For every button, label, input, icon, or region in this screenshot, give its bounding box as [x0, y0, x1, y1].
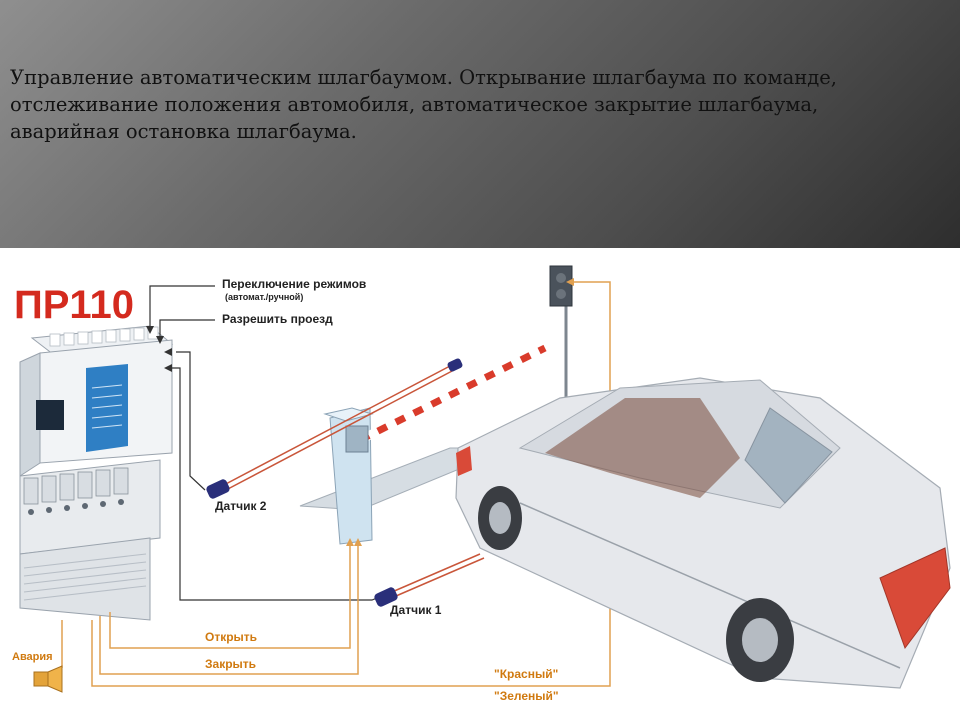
description-line-2: отслеживание положения автомобиля, автом… [10, 93, 819, 116]
mode-switch-sublabel: (автомат./ручной) [225, 292, 303, 302]
description-text: Управление автоматическим шлагбаумом. От… [10, 64, 940, 145]
sensor-2-emitter [206, 479, 230, 499]
sensor-1-emitter [374, 587, 398, 607]
title-banner: Управление автоматическим шлагбаумом. От… [0, 0, 960, 248]
red-signal-label: "Красный" [494, 667, 558, 681]
description-line-3: аварийная остановка шлагбаума. [10, 120, 357, 143]
sensor-2-label: Датчик 2 [215, 499, 267, 513]
open-label: Открыть [205, 630, 257, 644]
barrier-control-diagram: ПР110 [12, 265, 951, 703]
controller-label-panel [86, 364, 128, 452]
alarm-button [33, 665, 63, 693]
car [455, 377, 951, 689]
sensor-1-label: Датчик 1 [390, 603, 442, 617]
pr110-controller [19, 325, 174, 621]
green-signal-label: "Зеленый" [494, 689, 559, 703]
description-line-1: Управление автоматическим шлагбаумом. От… [10, 66, 838, 89]
output-wires [61, 281, 611, 687]
wire-arrows [146, 326, 172, 372]
close-label: Закрыть [205, 657, 256, 671]
sensor-beams [221, 365, 485, 597]
allow-pass-label: Разрешить проезд [222, 312, 333, 326]
controller-display [36, 400, 64, 430]
traffic-light [549, 265, 573, 398]
alarm-label: Авария [12, 651, 53, 663]
mode-switch-label: Переключение режимов [222, 277, 366, 291]
device-title: ПР110 [14, 283, 134, 327]
sensor-2-receiver [447, 358, 463, 372]
